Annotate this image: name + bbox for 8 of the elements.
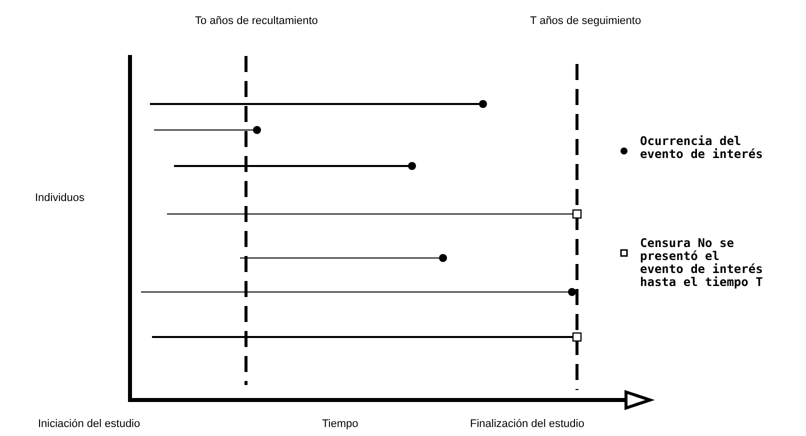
axis-label: Tiempo <box>322 418 358 430</box>
axis-label: T años de seguimiento <box>530 15 642 27</box>
legend-text: Censura No se presentó el evento de interés hasta el tiempo T <box>640 237 764 289</box>
axis-label: To años de recultamiento <box>195 15 318 27</box>
legend-text: Ocurrencia del evento de interés <box>640 135 764 161</box>
axis-label: Individuos <box>35 192 85 204</box>
axis-label: Finalización del estudio <box>470 418 584 430</box>
axis-label: Iniciación del estudio <box>38 418 140 430</box>
